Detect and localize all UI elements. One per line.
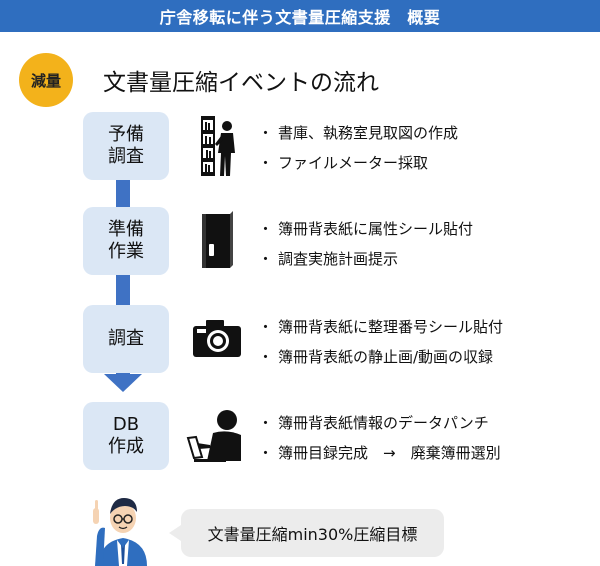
flow-arrowhead xyxy=(104,374,142,392)
step-box-db-creation: DB 作成 xyxy=(83,402,169,470)
binder-icon xyxy=(202,211,233,268)
goal-text: 文書量圧縮min30%圧縮目標 xyxy=(207,525,418,544)
step-label: 準備 作業 xyxy=(108,218,144,263)
bullet-item: 簿冊背表紙情報のデータパンチ xyxy=(258,408,501,438)
bullet-item: 書庫、執務室見取図の作成 xyxy=(258,118,458,148)
bullet-item: 簿冊背表紙に属性シール貼付 xyxy=(258,214,473,244)
bullets-db-creation: 簿冊背表紙情報のデータパンチ 簿冊目録完成 → 廃棄簿冊選別 xyxy=(258,408,501,468)
bullets-pre-survey: 書庫、執務室見取図の作成 ファイルメーター採取 xyxy=(258,118,458,178)
person-laptop-icon xyxy=(186,410,241,462)
reduction-badge: 減量 xyxy=(19,53,73,107)
bullet-item: 調査実施計画提示 xyxy=(258,244,473,274)
bullet-item: 簿冊背表紙の静止画/動画の収録 xyxy=(258,342,503,372)
camera-icon xyxy=(193,320,241,357)
step-label: 調査 xyxy=(108,327,144,349)
person-bookshelf-icon xyxy=(201,116,235,176)
bullet-item: 簿冊目録完成 → 廃棄簿冊選別 xyxy=(258,438,501,468)
bullet-item: ファイルメーター採取 xyxy=(258,148,458,178)
bullets-preparation: 簿冊背表紙に属性シール貼付 調査実施計画提示 xyxy=(258,214,473,274)
badge-label: 減量 xyxy=(30,71,61,90)
page-header: 庁舎移転に伴う文書量圧縮支援 概要 xyxy=(0,0,600,32)
step-box-survey: 調査 xyxy=(83,305,169,373)
header-title: 庁舎移転に伴う文書量圧縮支援 概要 xyxy=(159,8,441,27)
main-title: 文書量圧縮イベントの流れ xyxy=(103,70,379,96)
step-label: DB 作成 xyxy=(108,413,144,458)
bullets-survey: 簿冊背表紙に整理番号シール貼付 簿冊背表紙の静止画/動画の収録 xyxy=(258,312,503,372)
step-label: 予備 調査 xyxy=(108,123,144,168)
businessman-icon xyxy=(93,498,147,566)
bullet-item: 簿冊背表紙に整理番号シール貼付 xyxy=(258,312,503,342)
goal-speech-bubble: 文書量圧縮min30%圧縮目標 xyxy=(169,509,444,557)
step-box-pre-survey: 予備 調査 xyxy=(83,112,169,180)
step-box-preparation: 準備 作業 xyxy=(83,207,169,275)
